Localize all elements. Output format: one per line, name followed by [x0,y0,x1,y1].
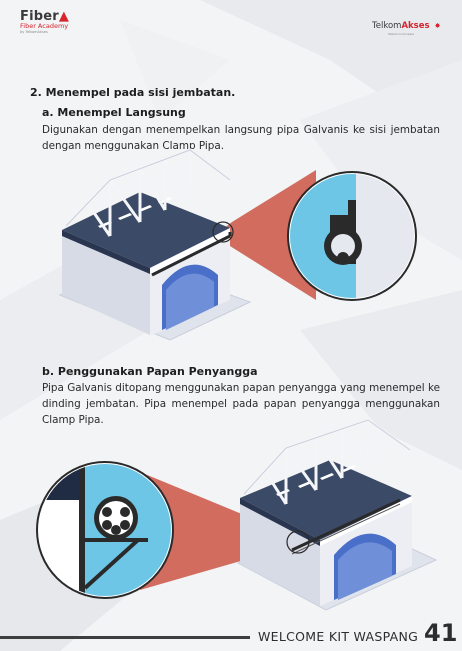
logo-tiny-text: by TelkomAkses [20,30,48,34]
galvanis-pipe-a [151,234,231,277]
logo-right-tiny-text: Telkom Indonesia [388,32,414,36]
subsection-a-heading: a. Menempel Langsung [42,106,186,119]
subsection-b-body: Pipa Galvanis ditopang menggunakan papan… [42,382,440,426]
bridge-illustration-b [36,418,438,611]
logo-spark-icon: ✸ [434,22,441,30]
logo-telkom-text: Telkom [372,21,402,31]
zoom-marker-b [286,530,310,554]
subsection-a-body: Digunakan dengan menempelkan langsung pi… [42,124,440,152]
logo-fiber-text: Fiber [20,9,59,24]
logo-triangle-icon: ▲ [58,9,70,24]
telkom-akses-logo: TelkomAkses ✸ Telkom Indonesia [372,13,452,36]
logo-akses-text: Akses [401,21,430,31]
bridge-illustration-a [58,148,417,341]
callout-cone-b [140,472,300,590]
callout-cone-a [214,170,316,300]
subsection-b-heading: b. Penggunakan Papan Penyangga [42,365,258,378]
zoom-marker-a [212,221,234,243]
section-heading: 2. Menempel pada sisi jembatan. [30,86,236,99]
logo-sub-text: Fiber Academy [20,22,69,30]
fiber-academy-logo: Fiber▲ Fiber Academy by TelkomAkses [20,9,90,39]
footer-title: WELCOME KIT WASPANG [258,629,419,644]
galvanis-pipe-b [291,498,401,552]
footer-rule [0,636,250,639]
page-number: 41 [424,619,458,647]
